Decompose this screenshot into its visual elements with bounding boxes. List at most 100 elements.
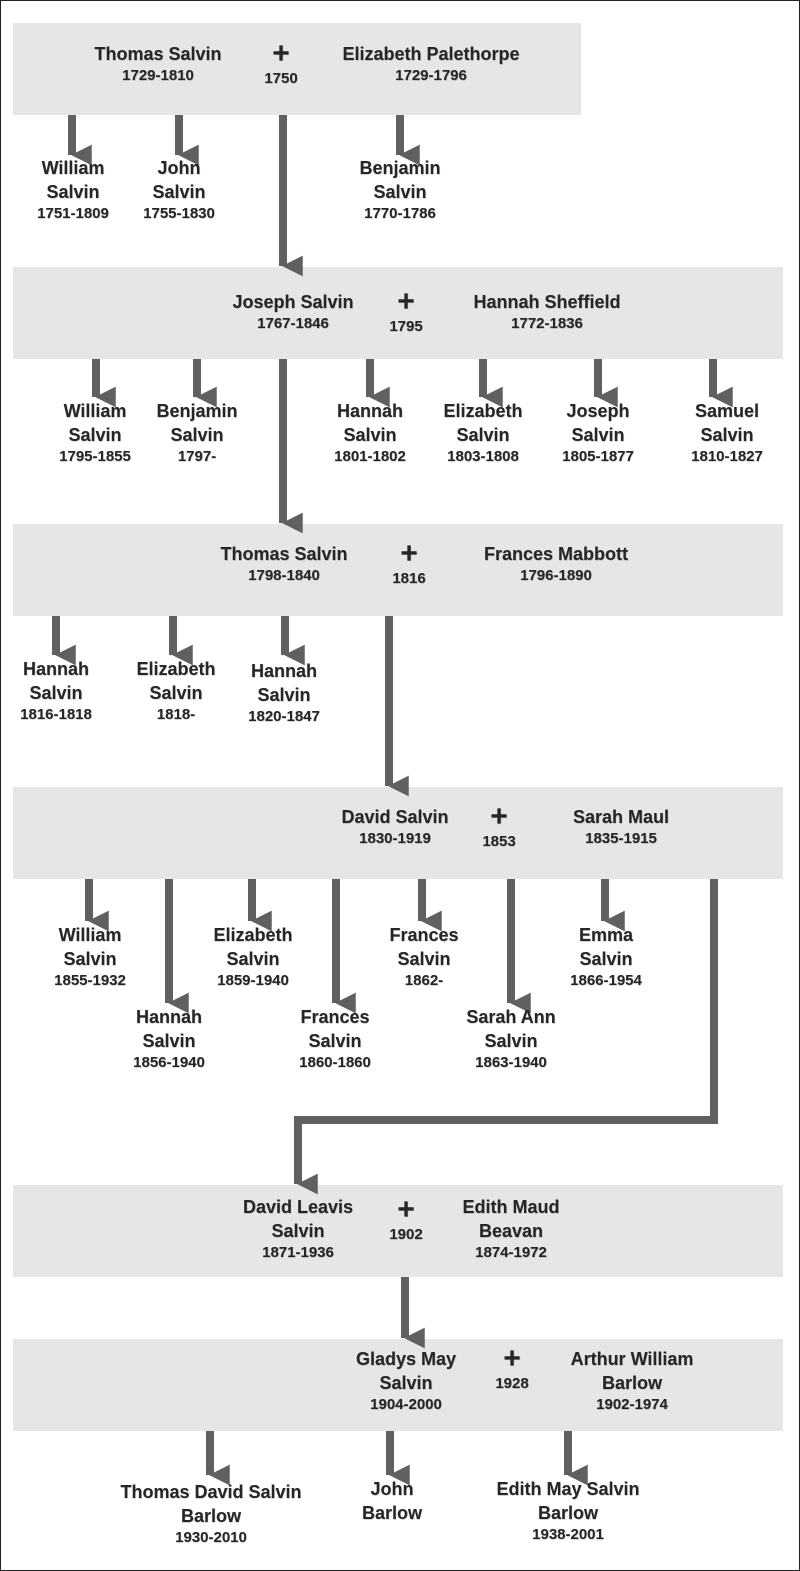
person-name: Edith Maud Beavan [462,1197,560,1241]
person-years: 1798-1840 [248,567,320,584]
partner-1: David Salvin 1830-1919 [341,805,448,849]
marriage-marker: + 1928 [495,1344,528,1394]
person-name: Gladys May Salvin [355,1349,457,1393]
person-name: Sarah Maul [572,807,670,827]
plus-icon: + [397,1193,415,1226]
person-years: 1795-1855 [59,448,131,465]
child-node: Sarah Ann Salvin 1863-1940 [466,1005,555,1073]
person-years: 1805-1877 [562,448,634,465]
plus-icon: + [490,800,508,833]
person-years: 1772-1836 [511,315,583,332]
couple-band-4 [13,787,783,879]
couple-band-1 [13,23,581,115]
child-node: Elizabeth Salvin 1859-1940 [213,923,292,991]
person-name: Benjamin Salvin [359,158,441,202]
person-years: 1904-2000 [370,1396,442,1413]
person-name: William Salvin [41,158,105,202]
partner-2: Hannah Sheffield 1772-1836 [473,290,620,334]
person-years: 1866-1954 [570,972,642,989]
plus-icon: + [503,1342,521,1375]
person-years: 1729-1796 [395,67,467,84]
person-name: John Salvin [152,158,206,202]
person-name: Thomas David Salvin Barlow [120,1482,302,1526]
person-years: 1729-1810 [122,67,194,84]
person-years: 1770-1786 [364,205,436,222]
marriage-marker: + 1902 [389,1195,422,1245]
child-node: Frances Salvin 1860-1860 [299,1005,371,1073]
marriage-marker: + 1750 [264,39,297,89]
plus-icon: + [400,537,418,570]
child-node: Hannah Salvin 1816-1818 [20,657,92,725]
marriage-marker: + 1795 [389,287,422,337]
child-node: Edith May Salvin Barlow 1938-2001 [496,1477,639,1545]
person-years: 1859-1940 [217,972,289,989]
person-name: Elizabeth Salvin [443,401,523,445]
person-name: Benjamin Salvin [156,401,238,445]
person-years: 1796-1890 [520,567,592,584]
child-node: Hannah Salvin 1820-1847 [248,659,320,727]
person-years: 1820-1847 [248,708,320,725]
child-node: Hannah Salvin 1856-1940 [133,1005,205,1073]
person-name: Hannah Salvin [336,401,404,445]
child-node: John Salvin 1755-1830 [143,156,215,224]
person-name: Elizabeth Salvin [213,925,293,969]
marriage-marker: + 1816 [392,539,425,589]
couple-band-2 [13,267,783,359]
marriage-year: 1853 [482,833,516,850]
person-name: Elizabeth Palethorpe [342,44,520,64]
person-years: 1803-1808 [447,448,519,465]
child-node: Benjamin Salvin 1770-1786 [359,156,440,224]
person-years: 1810-1827 [691,448,763,465]
marriage-year: 1902 [389,1226,423,1243]
person-name: David Salvin [341,807,449,827]
person-years: 1751-1809 [37,205,109,222]
person-name: Edith May Salvin Barlow [496,1479,640,1523]
person-name: Arthur William Barlow [570,1349,694,1393]
partner-1: Joseph Salvin 1767-1846 [232,290,353,334]
child-node: William Salvin 1855-1932 [54,923,126,991]
person-years: 1797- [177,448,217,465]
person-years: 1860-1860 [299,1054,371,1071]
child-node: Samuel Salvin 1810-1827 [691,399,763,467]
person-years: 1874-1972 [475,1244,547,1261]
marriage-marker: + 1853 [482,802,515,852]
person-years: 1902-1974 [596,1396,668,1413]
person-years: 1816-1818 [20,706,92,723]
person-name: Hannah Salvin [250,661,318,705]
marriage-year: 1795 [389,318,423,335]
marriage-year: 1816 [392,570,426,587]
person-years: 1856-1940 [133,1054,205,1071]
person-name: Frances Salvin [389,925,459,969]
person-name: John Barlow [361,1479,423,1523]
marriage-year: 1750 [264,70,298,87]
person-years: 1830-1919 [359,830,431,847]
person-name: Hannah Salvin [135,1007,203,1051]
person-name: Thomas Salvin [220,544,348,564]
person-name: William Salvin [58,925,122,969]
person-name: Thomas Salvin [94,44,222,64]
partner-2: Frances Mabbott 1796-1890 [484,542,628,586]
child-node: Frances Salvin 1862- [389,923,458,991]
partner-2: Arthur William Barlow 1902-1974 [571,1347,694,1415]
person-years: 1855-1932 [54,972,126,989]
plus-icon: + [272,37,290,70]
person-name: Joseph Salvin [232,292,354,312]
partner-1: Thomas Salvin 1729-1810 [94,42,221,86]
person-years: 1835-1915 [585,830,657,847]
child-node: Hannah Salvin 1801-1802 [334,399,406,467]
person-years: 1755-1830 [143,205,215,222]
descent-arrow [294,879,718,1195]
child-node: Thomas David Salvin Barlow 1930-2010 [120,1480,301,1548]
partner-2: Sarah Maul 1835-1915 [573,805,669,849]
person-years: 1871-1936 [262,1244,334,1261]
plus-icon: + [397,285,415,318]
person-years: 1801-1802 [334,448,406,465]
child-node: Benjamin Salvin 1797- [156,399,237,467]
person-name: Frances Salvin [300,1007,370,1051]
person-name: Hannah Sheffield [473,292,621,312]
person-years: 1938-2001 [532,1526,604,1543]
partner-1: Thomas Salvin 1798-1840 [220,542,347,586]
person-name: Sarah Ann Salvin [466,1007,556,1051]
